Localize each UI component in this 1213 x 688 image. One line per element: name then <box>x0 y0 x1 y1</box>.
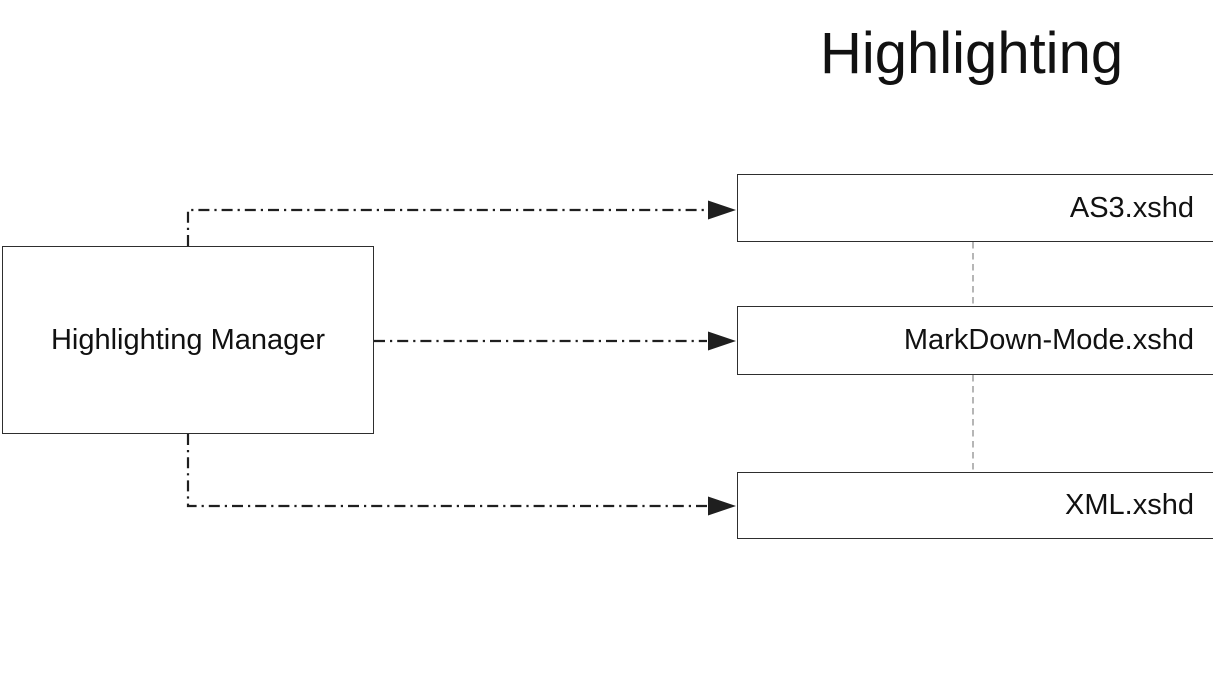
node-highlighting-manager: Highlighting Manager <box>2 246 374 434</box>
arrowhead-xml-icon <box>708 496 736 516</box>
node-xml-xshd: XML.xshd <box>737 472 1213 539</box>
edge-manager-to-as3 <box>186 208 707 246</box>
edge-manager-to-xml <box>186 434 707 508</box>
node-label: AS3.xshd <box>1069 191 1194 224</box>
node-markdown-mode-xshd: MarkDown-Mode.xshd <box>737 306 1213 375</box>
page-title: Highlighting <box>820 21 1124 86</box>
node-label: Highlighting Manager <box>50 323 326 356</box>
node-label: MarkDown-Mode.xshd <box>903 324 1194 356</box>
arrowhead-as3-icon <box>708 200 736 220</box>
arrowhead-markdown-icon <box>708 331 736 351</box>
node-as3-xshd: AS3.xshd <box>737 174 1213 242</box>
node-label: XML.xshd <box>1065 489 1194 521</box>
